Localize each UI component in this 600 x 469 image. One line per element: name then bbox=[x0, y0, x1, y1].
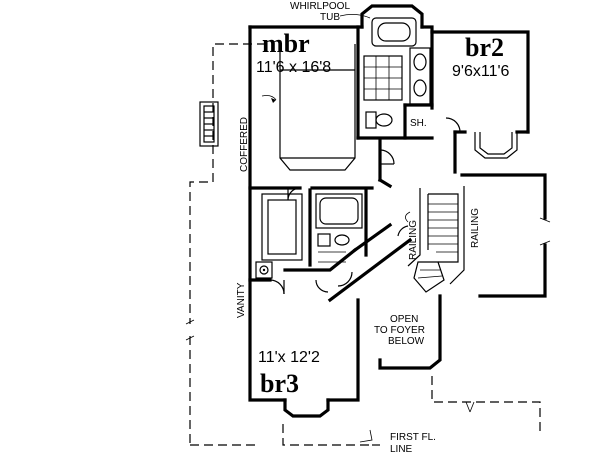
railing-left-label: RAILING bbox=[408, 220, 419, 260]
door-swings bbox=[269, 117, 461, 295]
br3-size: 11'x 12'2 bbox=[258, 349, 320, 366]
coffered-label: COFFERED bbox=[239, 117, 250, 172]
br3-vanity bbox=[255, 261, 273, 279]
railing-right-label: RAILING bbox=[470, 208, 481, 248]
br2-size: 9'6x11'6 bbox=[452, 63, 510, 80]
first-floor-label-1: FIRST FL. bbox=[390, 432, 436, 443]
br3-bay bbox=[283, 398, 330, 418]
right-side-marks bbox=[359, 217, 551, 443]
staircase bbox=[405, 186, 465, 293]
chimney bbox=[199, 101, 219, 147]
exterior-walls bbox=[248, 25, 547, 402]
br2-name: br2 bbox=[465, 33, 504, 62]
hall-bath-fixtures bbox=[261, 193, 363, 263]
tub-leader bbox=[339, 14, 371, 19]
shower-label: SH. bbox=[410, 118, 427, 129]
open-label-1: OPEN bbox=[390, 314, 418, 325]
br2-bay bbox=[474, 132, 518, 159]
first-floor-dashed-line bbox=[185, 43, 541, 446]
coffered-ceiling bbox=[261, 44, 356, 171]
mbr-size: 11'6 x 16'8 bbox=[256, 59, 331, 76]
first-floor-label-2: LINE bbox=[390, 444, 413, 455]
tub-label: TUB bbox=[320, 12, 340, 23]
open-label-2: TO FOYER bbox=[374, 325, 425, 336]
whirlpool-bay bbox=[360, 4, 424, 47]
open-label-3: BELOW bbox=[388, 336, 425, 347]
master-bath-fixtures bbox=[363, 47, 431, 129]
vanity-label: VANITY bbox=[236, 282, 247, 318]
mbr-name: mbr bbox=[262, 29, 310, 58]
interior-walls bbox=[248, 25, 457, 303]
br3-name: br3 bbox=[260, 369, 299, 398]
whirlpool-label: WHIRLPOOL bbox=[290, 1, 350, 12]
